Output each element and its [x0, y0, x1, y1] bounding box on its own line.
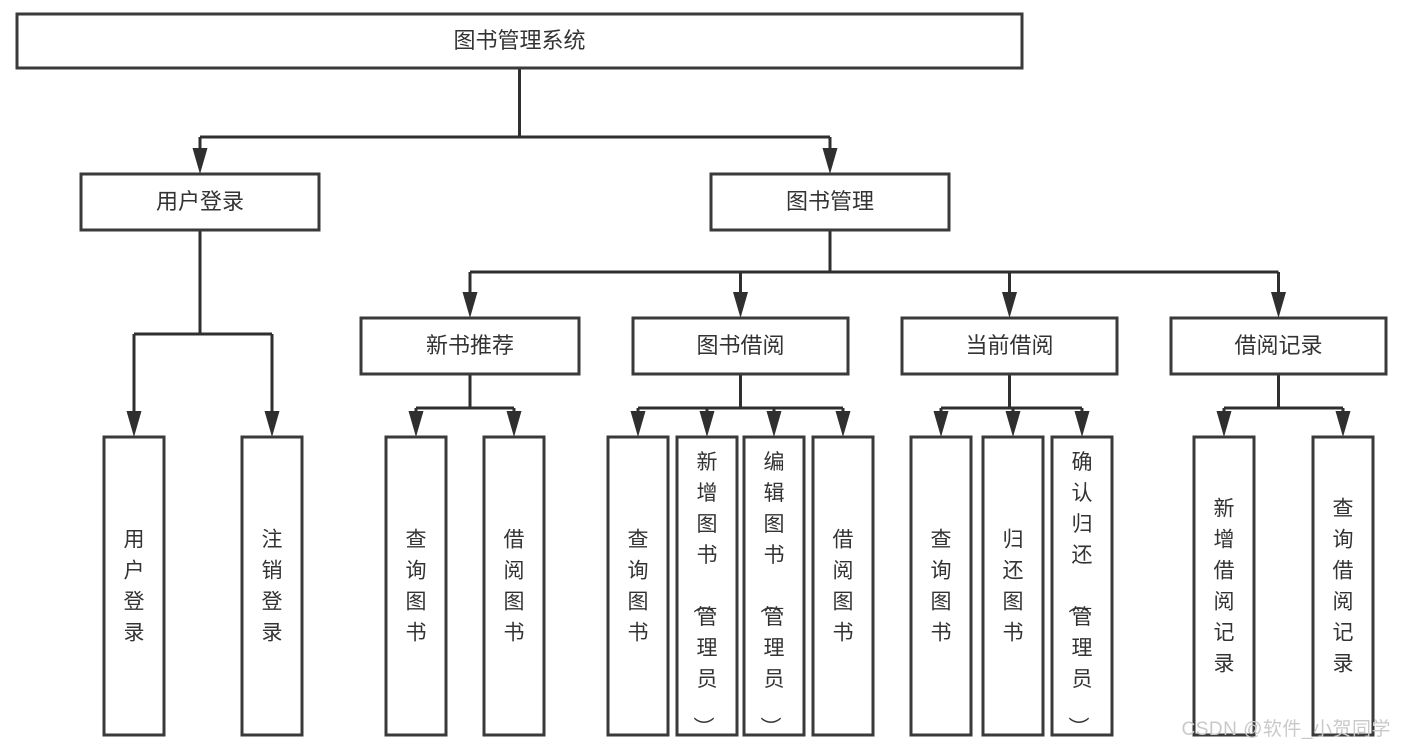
leaf-user-login-label: 用户登录	[124, 528, 145, 644]
node-leaf-logout[interactable]: 注销登录	[240, 435, 304, 737]
node-current-borrow[interactable]: 当前借阅	[900, 316, 1119, 376]
level2-layer: 新书推荐 图书借阅 当前借阅 借阅记录	[359, 316, 1388, 376]
node-leaf-query-book-1[interactable]: 查询图书	[384, 435, 448, 737]
node-leaf-user-login[interactable]: 用户登录	[102, 435, 166, 737]
edge-new-book-recommend-to-leaf-borrow-book-1-arrowhead	[506, 411, 522, 437]
leaf-layer: 用户登录 注销登录 查询图书 借阅图书 查询图书 新增图书（管理员） 编辑图书（管理员） 借阅…	[102, 435, 1375, 738]
leaf-logout-box[interactable]	[240, 435, 304, 737]
edge-book-borrow-to-leaf-borrow-book-2-arrowhead	[835, 411, 851, 437]
edge-bm-to-current-borrow-arrowhead	[1002, 292, 1017, 318]
edge-current-borrow-to-leaf-return-book-arrowhead	[1005, 411, 1021, 437]
leaf-edit-book-label: 编辑图书（管理员）	[759, 451, 785, 738]
edge-borrow-record-to-leaf-add-record-arrowhead	[1216, 411, 1232, 437]
edge-new-book-recommend-to-leaf-query-book-1-arrowhead	[408, 411, 424, 437]
leaf-query-record-box[interactable]	[1311, 435, 1375, 737]
book-borrow-box[interactable]	[631, 316, 850, 376]
leaf-query-book-1-label: 查询图书	[406, 528, 427, 644]
user-login-box[interactable]	[79, 172, 321, 232]
leaf-query-book-1-box[interactable]	[384, 435, 448, 737]
leaf-edit-book-box[interactable]	[742, 435, 806, 737]
new-book-recommend-box[interactable]	[359, 316, 581, 376]
connector-layer	[126, 68, 1351, 437]
root-label: 图书管理系统	[453, 28, 585, 53]
leaf-confirm-return-label: 确认归还（管理员）	[1067, 451, 1093, 738]
book-management-box[interactable]	[709, 172, 951, 232]
edge-root-to-user-login-arrowhead	[192, 148, 208, 174]
user-login-label: 用户登录	[156, 189, 244, 214]
leaf-query-book-3-box[interactable]	[909, 435, 973, 737]
edge-current-borrow-to-leaf-confirm-return-arrowhead	[1074, 411, 1090, 437]
node-book-borrow[interactable]: 图书借阅	[631, 316, 850, 376]
node-leaf-return-book[interactable]: 归还图书	[981, 435, 1045, 737]
node-borrow-record[interactable]: 借阅记录	[1169, 316, 1388, 376]
edge-bm-to-borrow-record-arrowhead	[1271, 292, 1286, 318]
leaf-query-record-label: 查询借阅记录	[1333, 497, 1354, 675]
edge-ul-to-leaf-logout-arrowhead	[264, 411, 280, 437]
leaf-query-book-2-box[interactable]	[606, 435, 670, 737]
leaf-return-book-label: 归还图书	[1003, 528, 1024, 644]
node-leaf-query-book-2[interactable]: 查询图书	[606, 435, 670, 737]
leaf-add-book-box[interactable]	[675, 435, 739, 737]
leaf-logout-label: 注销登录	[262, 528, 283, 644]
leaf-borrow-book-2-label: 借阅图书	[833, 528, 854, 644]
book-management-label: 图书管理	[786, 189, 874, 214]
node-leaf-add-record[interactable]: 新增借阅记录	[1192, 435, 1256, 737]
node-root[interactable]: 图书管理系统	[15, 12, 1024, 70]
node-leaf-add-book[interactable]: 新增图书（管理员）	[675, 435, 739, 738]
leaf-borrow-book-2-box[interactable]	[811, 435, 875, 737]
borrow-record-box[interactable]	[1169, 316, 1388, 376]
node-leaf-query-record[interactable]: 查询借阅记录	[1311, 435, 1375, 737]
leaf-add-book-label: 新增图书（管理员）	[692, 451, 718, 738]
edge-book-borrow-to-leaf-add-book-arrowhead	[699, 411, 715, 437]
leaf-borrow-book-1-label: 借阅图书	[504, 528, 525, 644]
borrow-record-label: 借阅记录	[1234, 333, 1322, 358]
leaf-add-record-box[interactable]	[1192, 435, 1256, 737]
leaf-confirm-return-box[interactable]	[1050, 435, 1114, 737]
node-book-management[interactable]: 图书管理	[709, 172, 951, 232]
leaf-user-login-box[interactable]	[102, 435, 166, 737]
edge-ul-to-leaf-user-login-arrowhead	[126, 411, 142, 437]
new-book-recommend-label: 新书推荐	[426, 333, 514, 358]
leaf-borrow-book-1-box[interactable]	[482, 435, 546, 737]
node-leaf-borrow-book-1[interactable]: 借阅图书	[482, 435, 546, 737]
leaf-query-book-3-label: 查询图书	[931, 528, 952, 644]
edge-borrow-record-to-leaf-query-record-arrowhead	[1335, 411, 1351, 437]
node-leaf-borrow-book-2[interactable]: 借阅图书	[811, 435, 875, 737]
leaf-return-book-box[interactable]	[981, 435, 1045, 737]
node-leaf-confirm-return[interactable]: 确认归还（管理员）	[1050, 435, 1114, 738]
edge-bm-to-new-book-recommend-arrowhead	[462, 292, 478, 318]
node-leaf-query-book-3[interactable]: 查询图书	[909, 435, 973, 737]
edge-book-borrow-to-leaf-edit-book-arrowhead	[766, 411, 782, 437]
level1-layer: 用户登录 图书管理	[79, 172, 951, 232]
node-leaf-edit-book[interactable]: 编辑图书（管理员）	[742, 435, 806, 738]
book-borrow-label: 图书借阅	[696, 333, 784, 358]
node-new-book-recommend[interactable]: 新书推荐	[359, 316, 581, 376]
edge-root-to-book-management-arrowhead	[822, 148, 838, 174]
current-borrow-box[interactable]	[900, 316, 1119, 376]
edge-bm-to-book-borrow-arrowhead	[733, 292, 748, 318]
leaf-add-record-label: 新增借阅记录	[1214, 497, 1235, 675]
leaf-query-book-2-label: 查询图书	[628, 528, 649, 644]
edge-current-borrow-to-leaf-query-book-3-arrowhead	[933, 411, 949, 437]
root-box[interactable]	[15, 12, 1024, 70]
node-user-login[interactable]: 用户登录	[79, 172, 321, 232]
edge-book-borrow-to-leaf-query-book-2-arrowhead	[630, 411, 646, 437]
current-borrow-label: 当前借阅	[965, 333, 1053, 358]
